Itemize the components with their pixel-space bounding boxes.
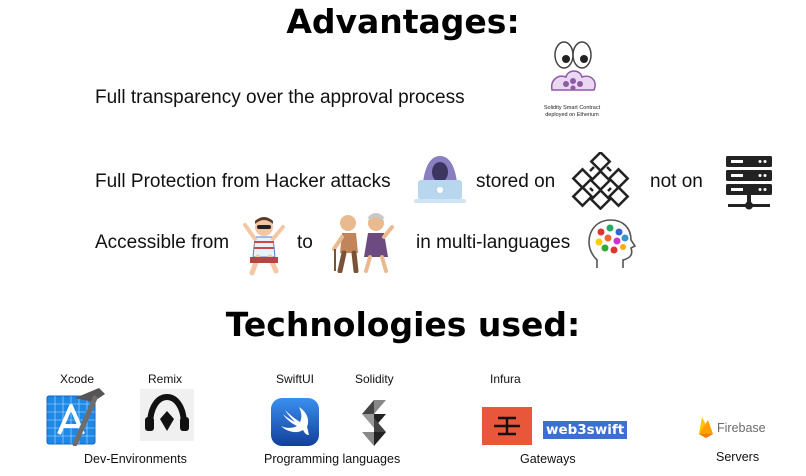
xcode-icon [45, 386, 109, 451]
transparency-text: Full transparency over the approval proc… [95, 87, 465, 108]
head-languages-icon [585, 218, 639, 277]
firebase-icon [698, 416, 714, 443]
remix-icon [140, 389, 194, 446]
stored-on-text: stored on [476, 171, 556, 192]
contract-caption: Solidity Smart Contract deployed on Ethe… [543, 105, 601, 118]
advantages-title: Advantages: [286, 2, 520, 41]
protection-text: Full Protection from Hacker attacks [95, 171, 391, 192]
swiftui-icon [271, 398, 319, 451]
to-text: to [297, 232, 313, 253]
technologies-title: Technologies used: [225, 305, 581, 344]
gateways-label: Gateways [520, 452, 576, 466]
smart-contract-eyes-icon: Solidity Smart Contract deployed on Ethe… [536, 40, 608, 122]
not-on-text: not on [650, 171, 703, 192]
swiftui-label: SwiftUI [276, 372, 315, 386]
dev-environments-label: Dev-Environments [84, 452, 187, 466]
accessible-from-text: Accessible from [95, 232, 230, 253]
solidity-label: Solidity [355, 372, 394, 386]
web3swift-logo: web3swift [543, 421, 628, 439]
servers-label: Servers [716, 450, 760, 464]
programming-languages-label: Programming languages [264, 452, 401, 466]
kid-icon [242, 215, 286, 282]
remix-label: Remix [148, 372, 183, 386]
hacker-icon [412, 152, 468, 209]
elderly-people-icon [332, 213, 394, 278]
solidity-icon [360, 400, 388, 451]
blockchain-icon [570, 150, 632, 215]
infura-label: Infura [490, 372, 521, 386]
xcode-label: Xcode [60, 372, 95, 386]
multi-languages-text: in multi-languages [416, 232, 571, 253]
server-icon [724, 154, 774, 217]
firebase-logo-text: Firebase [717, 421, 766, 435]
infura-icon [482, 407, 532, 450]
